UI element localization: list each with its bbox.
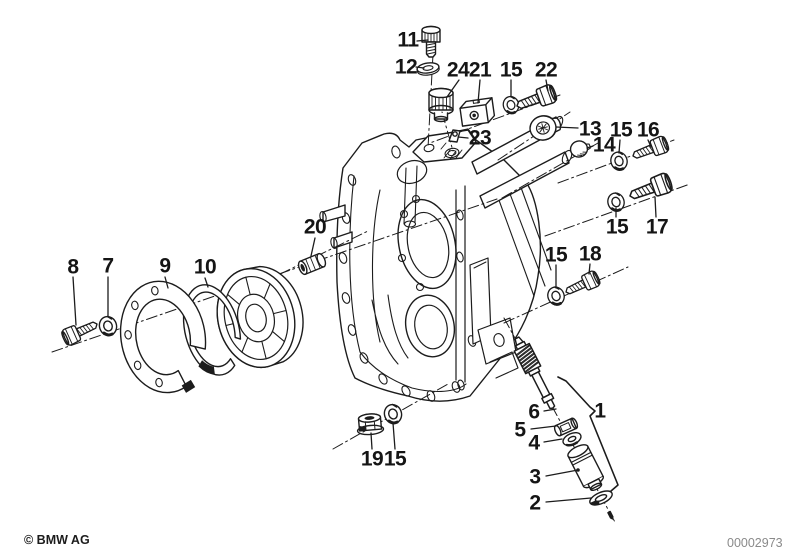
screw-11-drawing xyxy=(421,25,441,58)
part-callout-8[interactable]: 8 xyxy=(67,255,79,279)
part-callout-4[interactable]: 4 xyxy=(528,431,540,455)
bushing-20-drawing xyxy=(297,252,327,276)
part-callout-17[interactable]: 17 xyxy=(645,215,669,239)
part-callout-19[interactable]: 19 xyxy=(360,447,384,471)
diagram-image-number: 00002973 xyxy=(727,536,783,550)
part-callout-13[interactable]: 13 xyxy=(578,117,602,141)
nut-19-drawing xyxy=(356,413,385,436)
callout-1-bracket xyxy=(557,376,619,492)
part-callout-18[interactable]: 18 xyxy=(578,242,602,266)
part-callout-24[interactable]: 24 xyxy=(446,58,470,82)
drive-sleeve-3-drawing xyxy=(567,444,604,492)
part-callout-15-3[interactable]: 15 xyxy=(605,215,629,239)
cap-24-drawing xyxy=(428,87,454,123)
part-callout-22[interactable]: 22 xyxy=(534,58,558,82)
callout-leader-lines xyxy=(72,39,657,503)
sleeve-5-drawing xyxy=(553,417,579,437)
bearing-drawing xyxy=(216,265,304,369)
copyright-notice: © BMW AG xyxy=(24,533,90,547)
part-callout-15[interactable]: 15 xyxy=(499,58,523,82)
block-21-drawing xyxy=(459,97,496,127)
seal-ring-2-drawing xyxy=(589,490,613,506)
part-callout-15-4[interactable]: 15 xyxy=(544,243,568,267)
part-callout-2[interactable]: 2 xyxy=(529,491,541,515)
part-callout-11[interactable]: 11 xyxy=(397,28,419,52)
part-callout-1[interactable]: 1 xyxy=(594,399,606,423)
part-callout-12[interactable]: 12 xyxy=(394,55,418,79)
retaining-plate-drawing xyxy=(119,280,207,394)
washer-12-drawing xyxy=(416,62,440,76)
part-callout-10[interactable]: 10 xyxy=(193,255,217,279)
part-callout-20[interactable]: 20 xyxy=(303,215,327,239)
bushing-13-drawing xyxy=(529,115,562,141)
part-callout-21[interactable]: 21 xyxy=(468,58,492,82)
part-callout-16[interactable]: 16 xyxy=(636,118,660,142)
part-callout-6[interactable]: 6 xyxy=(528,400,540,424)
part-callout-7[interactable]: 7 xyxy=(102,254,114,278)
part-callout-9[interactable]: 9 xyxy=(159,254,171,278)
part-callout-23[interactable]: 23 xyxy=(468,126,492,150)
clip-23-drawing xyxy=(448,129,461,143)
part-callout-3[interactable]: 3 xyxy=(529,465,541,489)
gear-washer-4-drawing xyxy=(562,431,582,447)
part-callout-15-2[interactable]: 15 xyxy=(609,118,633,142)
part-callout-15-5[interactable]: 15 xyxy=(383,447,407,471)
part-callout-14[interactable]: 14 xyxy=(592,133,616,157)
plug-14-drawing xyxy=(569,140,591,158)
part-callout-5[interactable]: 5 xyxy=(514,418,526,442)
axis-end-pin-drawing xyxy=(607,510,614,520)
worm-shaft-6-drawing xyxy=(513,336,556,410)
